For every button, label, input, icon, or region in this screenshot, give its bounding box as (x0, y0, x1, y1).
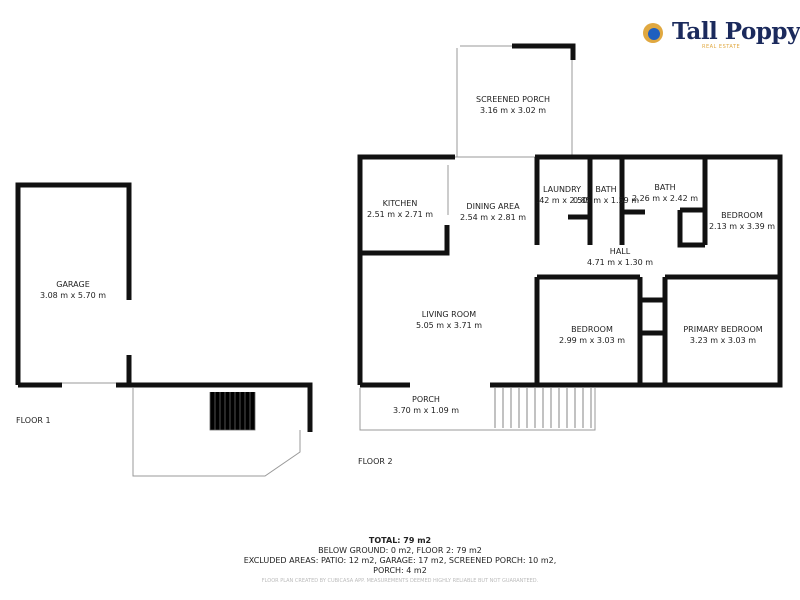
room-laundry: LAUNDRY.42 m x 2.50 (536, 185, 588, 205)
stairs (209, 388, 592, 431)
floor-1-label: FLOOR 1 (16, 416, 51, 425)
area-summary: TOTAL: 79 m2 BELOW GROUND: 0 m2, FLOOR 2… (200, 536, 600, 576)
tall-poppy-logo: Tall Poppy REAL ESTATE (642, 18, 800, 50)
walls (15, 43, 783, 432)
patio-outline (132, 388, 301, 477)
poppy-logo-icon (643, 23, 663, 43)
screened-porch-screens (456, 45, 573, 157)
area-line-1: BELOW GROUND: 0 m2, FLOOR 2: 79 m2 (318, 546, 482, 555)
floor-2-label: FLOOR 2 (358, 457, 393, 466)
logo-subtitle: REAL ESTATE (702, 44, 741, 50)
area-line-2: EXCLUDED AREAS: PATIO: 12 m2, GARAGE: 17… (243, 556, 557, 565)
disclaimer: FLOOR PLAN CREATED BY CUBICASA APP. MEAS… (261, 578, 539, 584)
porch-outline (359, 388, 596, 431)
total-area: TOTAL: 79 m2 (368, 536, 432, 545)
area-line-3: PORCH: 4 m2 (373, 566, 427, 575)
logo-name: Tall Poppy (672, 18, 800, 45)
